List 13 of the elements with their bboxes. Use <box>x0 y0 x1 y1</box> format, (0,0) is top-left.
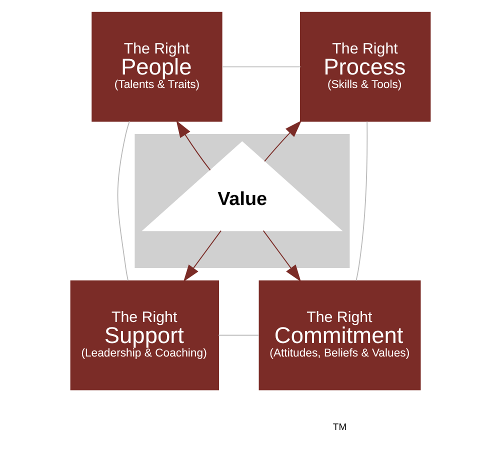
connector <box>218 334 259 336</box>
arrow <box>262 230 300 282</box>
arrow <box>182 230 222 282</box>
arrow <box>264 120 302 162</box>
arrow <box>176 120 210 171</box>
connector <box>355 121 368 282</box>
node-box: The Right Support (Leadership & Coaching) <box>70 280 218 390</box>
connector <box>116 120 130 282</box>
label: TM <box>332 422 346 433</box>
connector <box>221 66 300 68</box>
node-box: The Right Commitment (Attitudes, Beliefs & Values) <box>258 280 420 390</box>
node-box: The Right People (Talents & Traits) <box>91 12 222 122</box>
node-box: The Right Process (Skills & Tools) <box>299 12 430 122</box>
